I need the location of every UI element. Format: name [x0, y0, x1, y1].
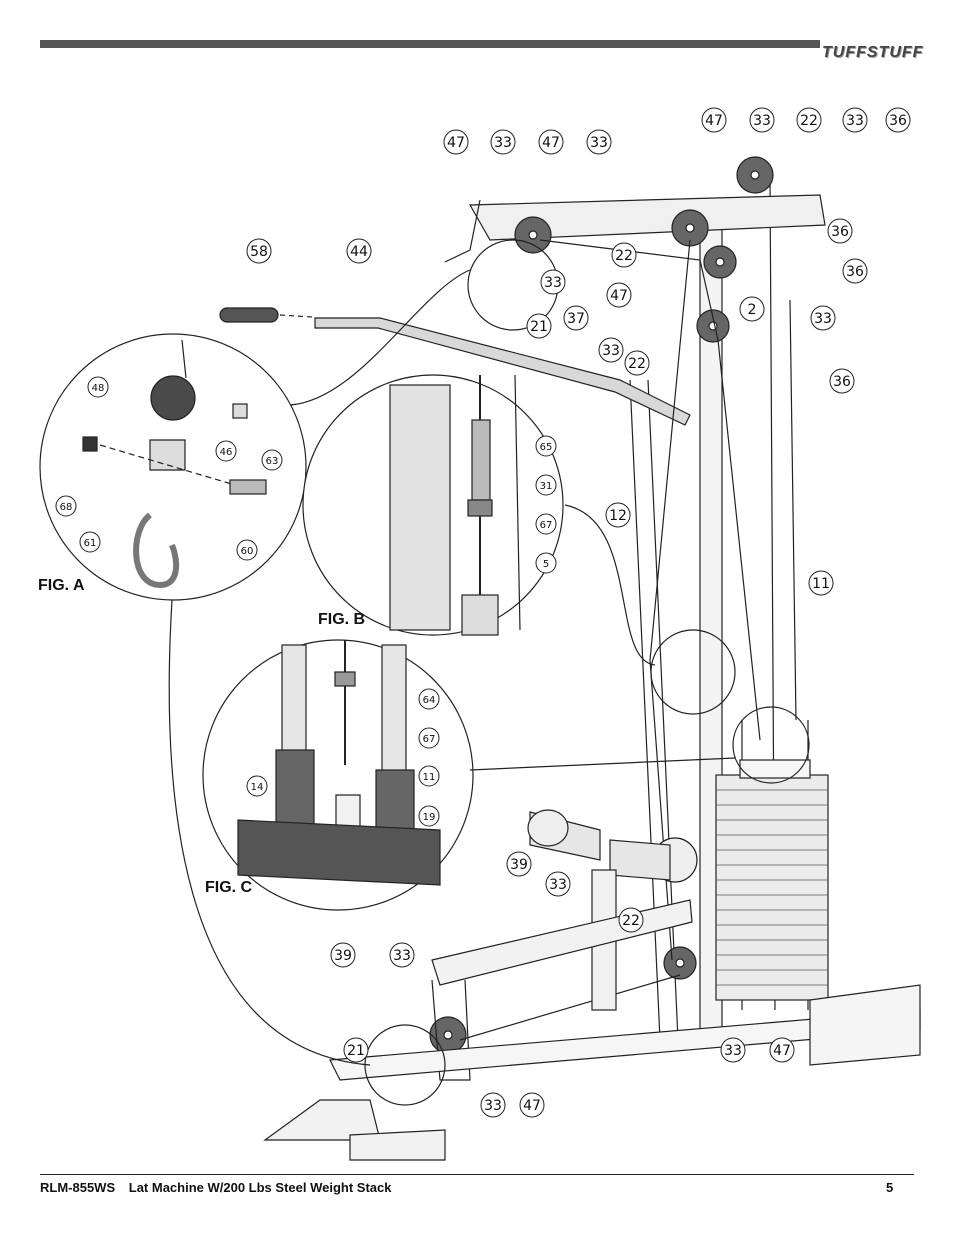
callout-label: 47	[773, 1043, 791, 1059]
callout-label: 46	[220, 447, 233, 458]
callout-label: 44	[350, 244, 368, 260]
callout-label: 12	[609, 508, 627, 524]
callout-label: 21	[530, 319, 548, 335]
callout-label: 47	[705, 113, 723, 129]
callout-label: 61	[84, 538, 97, 549]
callout-label: 68	[60, 502, 73, 513]
page-number: 5	[886, 1180, 894, 1195]
product-title: Lat Machine W/200 Lbs Steel Weight Stack	[128, 1180, 392, 1195]
callout-label: 36	[846, 264, 864, 280]
callout-label: 33	[846, 113, 864, 129]
model-number: RLM-855WS	[40, 1180, 116, 1195]
callout-label: 19	[423, 812, 436, 823]
callout-label: 65	[540, 442, 553, 453]
callout-label: 2	[748, 302, 757, 318]
callout-label: 48	[92, 383, 105, 394]
callout-label: 33	[544, 275, 562, 291]
callout-label: 22	[628, 356, 646, 372]
callout-label: 37	[567, 311, 585, 327]
callout-label: 33	[484, 1098, 502, 1114]
callout-label: 11	[423, 772, 436, 783]
callout-label: 33	[549, 877, 567, 893]
callout-label: 60	[241, 546, 254, 557]
callout-label: 31	[540, 481, 553, 492]
callout-label: 39	[510, 857, 528, 873]
header-bar	[40, 40, 820, 48]
callout-label: 33	[753, 113, 771, 129]
figure-c-label: FIG. C	[205, 879, 253, 896]
callout-label: 14	[251, 782, 264, 793]
callout-label: 5	[543, 559, 549, 570]
footer-title: RLM-855WS Lat Machine W/200 Lbs Steel We…	[40, 1180, 391, 1195]
callout-label: 33	[814, 311, 832, 327]
callout-label: 67	[423, 734, 436, 745]
callout-label: 33	[494, 135, 512, 151]
figure-a-label: FIG. A	[38, 577, 85, 594]
callout-label: 11	[812, 576, 830, 592]
callout-label: 36	[831, 224, 849, 240]
brand-logo: TUFFSTUFF	[822, 44, 924, 61]
callout-label: 33	[602, 343, 620, 359]
callout-label: 39	[334, 948, 352, 964]
callout-label: 47	[610, 288, 628, 304]
callout-label: 36	[889, 113, 907, 129]
callout-label: 67	[540, 520, 553, 531]
callout-label: 22	[615, 248, 633, 264]
callout-label: 47	[447, 135, 465, 151]
callout-label: 64	[423, 695, 436, 706]
callout-label: 47	[542, 135, 560, 151]
callout-label: 47	[523, 1098, 541, 1114]
callout-label: 33	[590, 135, 608, 151]
callout-label: 21	[347, 1043, 365, 1059]
callout-label: 22	[622, 913, 640, 929]
callout-label: 33	[724, 1043, 742, 1059]
callout-label: 33	[393, 948, 411, 964]
footer-divider	[40, 1174, 914, 1175]
callout-label: 36	[833, 374, 851, 390]
callout-label: 63	[266, 456, 279, 467]
callout-label: 22	[800, 113, 818, 129]
figure-b-label: FIG. B	[318, 611, 366, 628]
callout-label: 58	[250, 244, 268, 260]
